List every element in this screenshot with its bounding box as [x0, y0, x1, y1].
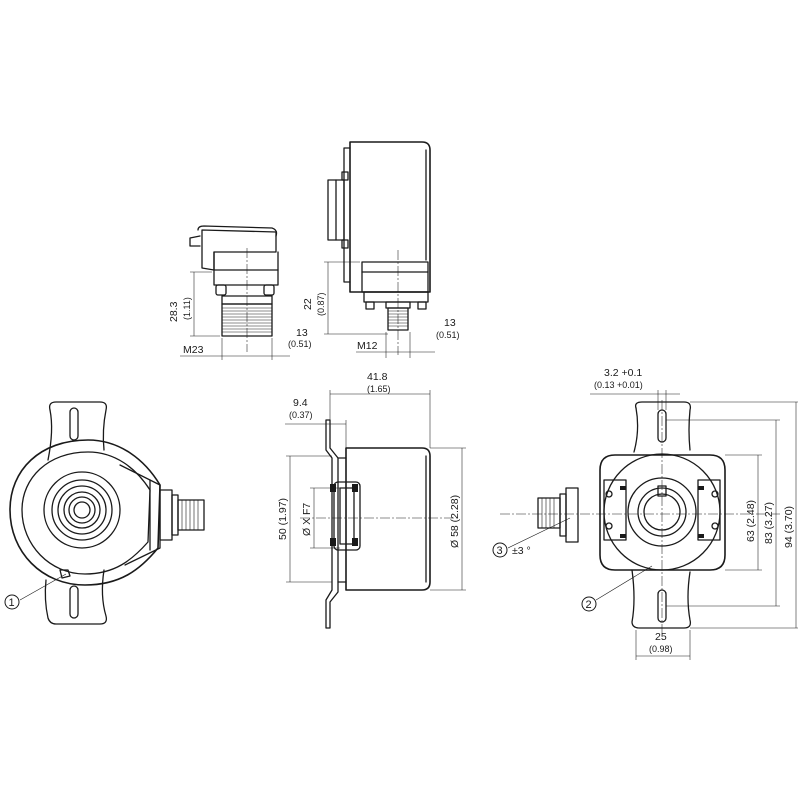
dim-25-in: (0.98) — [649, 644, 673, 654]
dim-41-8-in: (1.65) — [367, 384, 391, 394]
callout-2: 2 — [586, 599, 592, 611]
dim-50: 50 (1.97) — [277, 498, 289, 540]
dim-94: 94 (3.70) — [783, 506, 795, 548]
dim-83: 83 (3.27) — [763, 502, 775, 544]
dim-63: 63 (2.48) — [745, 500, 757, 542]
dim-28-3: 28.3 — [168, 301, 180, 322]
dim-22: 22 — [302, 298, 314, 310]
dim-9-4-in: (0.37) — [289, 410, 313, 420]
front-view: 3.2 +0.1 (0.13 +0.01) 63 (2.48) 83 (3.27… — [492, 367, 798, 660]
dim-slot-in: (0.13 +0.01) — [594, 380, 643, 390]
dim-9-4: 9.4 — [293, 397, 308, 409]
dim-shaft: Ø X F7 — [301, 503, 313, 536]
rear-view: 1 — [4, 401, 205, 625]
dim-25: 25 — [655, 631, 667, 643]
callout-3: 3 — [497, 545, 503, 557]
connector-view-m12: 22 (0.87) M12 13 (0.51) — [302, 141, 460, 358]
dim-58: Ø 58 (2.28) — [449, 495, 461, 548]
dim-41-8: 41.8 — [367, 371, 388, 383]
dim-13-right: 13 — [444, 317, 456, 329]
dim-m12: M12 — [357, 340, 378, 352]
dim-13-left-in: (0.51) — [288, 339, 312, 349]
dim-13-left: 13 — [296, 327, 308, 339]
dim-28-3-in: (1.11) — [182, 297, 192, 320]
dim-m23: M23 — [183, 344, 204, 356]
dim-13-right-in: (0.51) — [436, 330, 460, 340]
dim-slot: 3.2 +0.1 — [604, 367, 642, 379]
side-view: 41.8 (1.65) 9.4 (0.37) 50 (1.97) Ø X F7 … — [277, 371, 466, 629]
dim-angle: ±3 ° — [512, 545, 531, 557]
callout-1: 1 — [9, 597, 15, 609]
connector-view-m23: 28.3 (1.11) M23 13 (0.51) — [168, 225, 312, 360]
dim-22-in: (0.87) — [316, 292, 326, 316]
